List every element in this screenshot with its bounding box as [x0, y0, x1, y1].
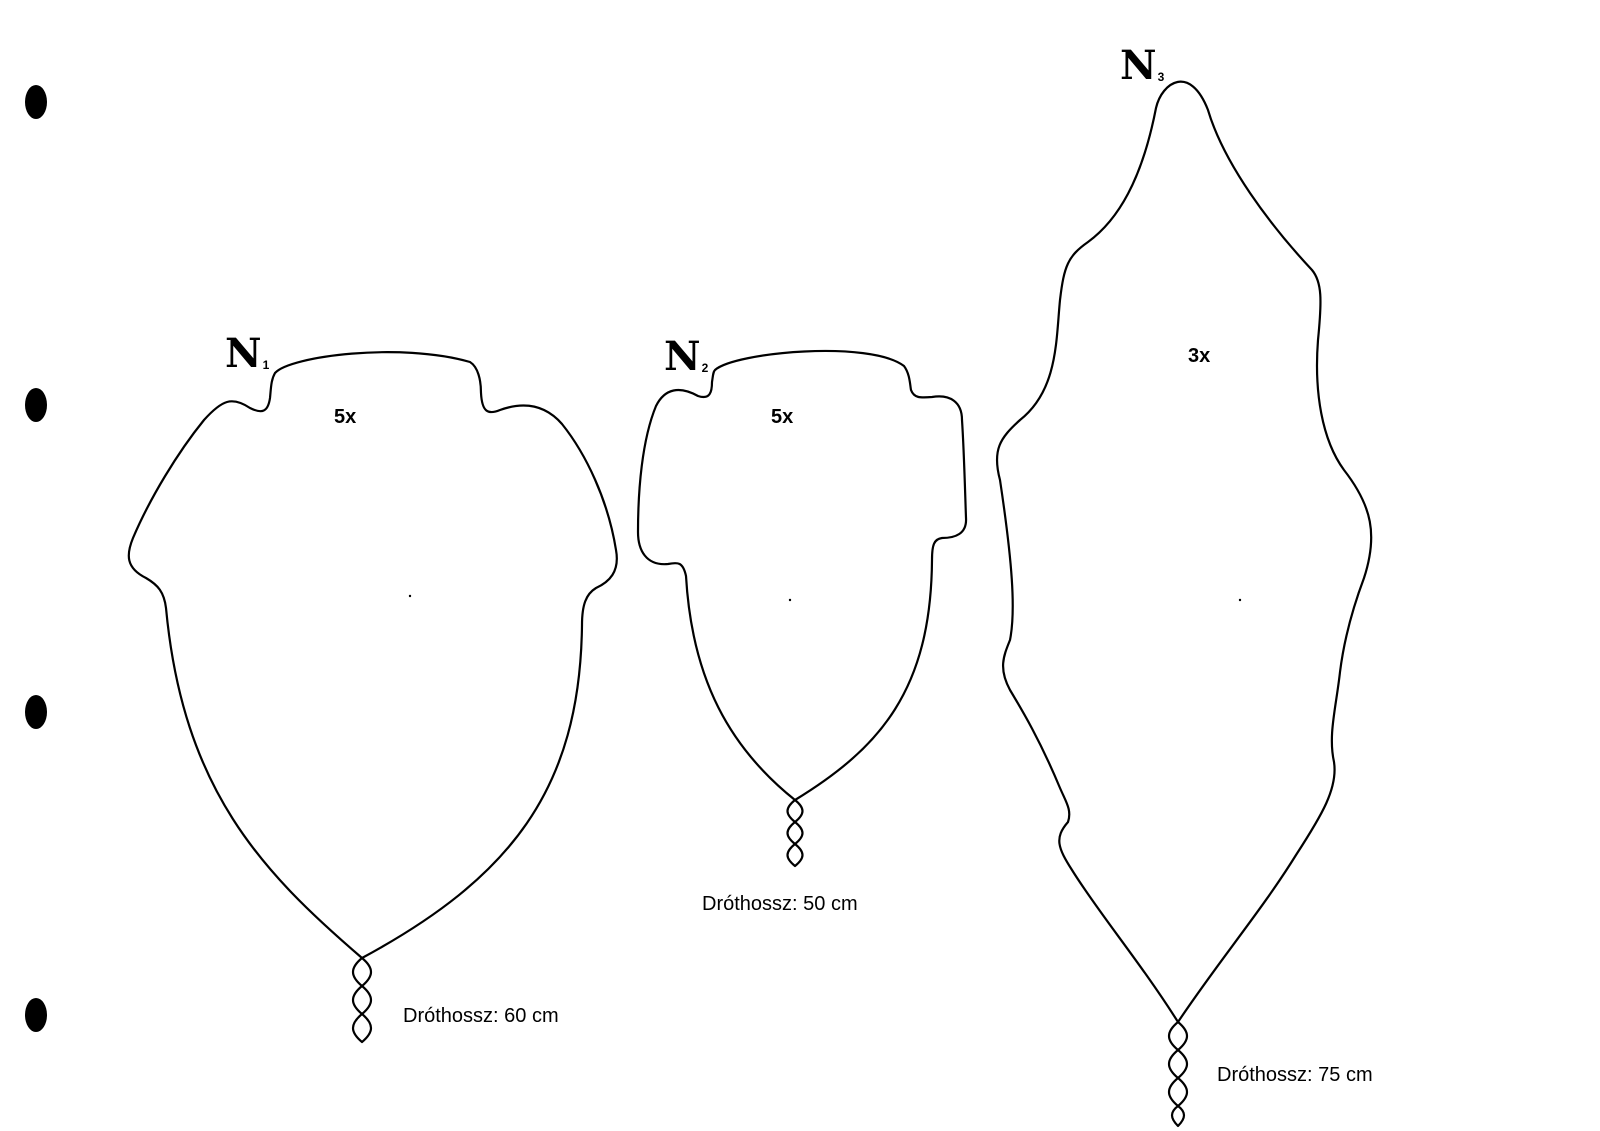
count-n1: 5x	[334, 406, 357, 428]
binder-hole	[25, 695, 47, 729]
wire-length-n1: Dróthossz: 60 cm	[403, 1005, 559, 1027]
wire-twist-n2	[786, 798, 804, 868]
binder-hole	[25, 85, 47, 119]
wire-twist-n3	[1167, 1020, 1189, 1128]
wire-length-n2: Dróthossz: 50 cm	[702, 893, 858, 915]
count-n3: 3x	[1188, 345, 1211, 367]
binder-hole	[25, 388, 47, 422]
pattern-outline-n1	[127, 351, 618, 960]
pattern-outline-n3	[995, 80, 1373, 1024]
wire-length-n3: Dróthossz: 75 cm	[1217, 1064, 1373, 1086]
pattern-label-n2: N2	[664, 333, 709, 380]
binder-hole	[25, 998, 47, 1032]
pattern-outline-n2	[636, 349, 968, 802]
pattern-label-n1: N1	[225, 330, 270, 377]
center-mark-n3	[1238, 598, 1242, 602]
count-n2: 5x	[771, 406, 794, 428]
pattern-label-n3: N3	[1120, 42, 1165, 89]
center-mark-n1	[408, 594, 412, 598]
wire-twist-n1	[351, 956, 373, 1044]
center-mark-n2	[788, 598, 792, 602]
